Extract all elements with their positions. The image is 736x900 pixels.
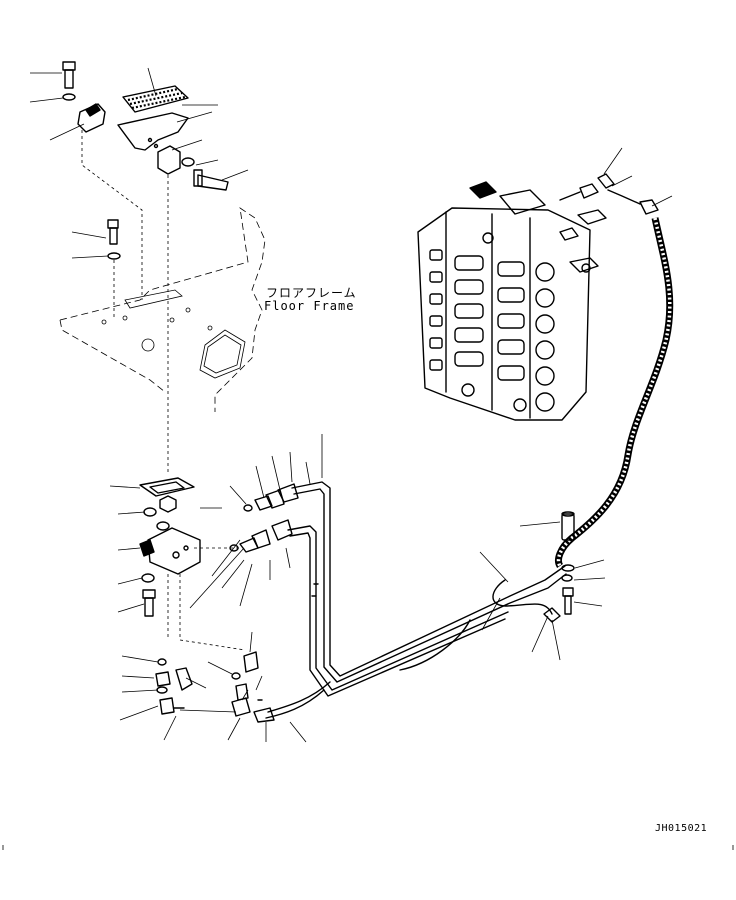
crop-marks	[2, 845, 734, 850]
lower-fittings	[119, 631, 307, 743]
callout-leaders-top	[29, 67, 249, 475]
braided-hose	[555, 217, 674, 568]
hydraulic-tubes	[265, 481, 567, 719]
control-valve	[417, 181, 607, 421]
pedal-assembly	[62, 61, 229, 260]
floor-frame-label-en: Floor Frame	[264, 299, 355, 313]
callout-leaders-mid	[479, 551, 561, 661]
valve-spools	[429, 249, 555, 412]
clamp-hardware	[519, 511, 606, 615]
tube-fittings	[189, 434, 323, 609]
floor-frame-plate	[59, 207, 266, 412]
drawing-code: JH015021	[655, 823, 708, 834]
valve-fittings	[597, 147, 673, 215]
ppc-valve-assembly	[109, 477, 246, 651]
floor-frame-label-jp: フロアフレーム	[266, 286, 357, 300]
